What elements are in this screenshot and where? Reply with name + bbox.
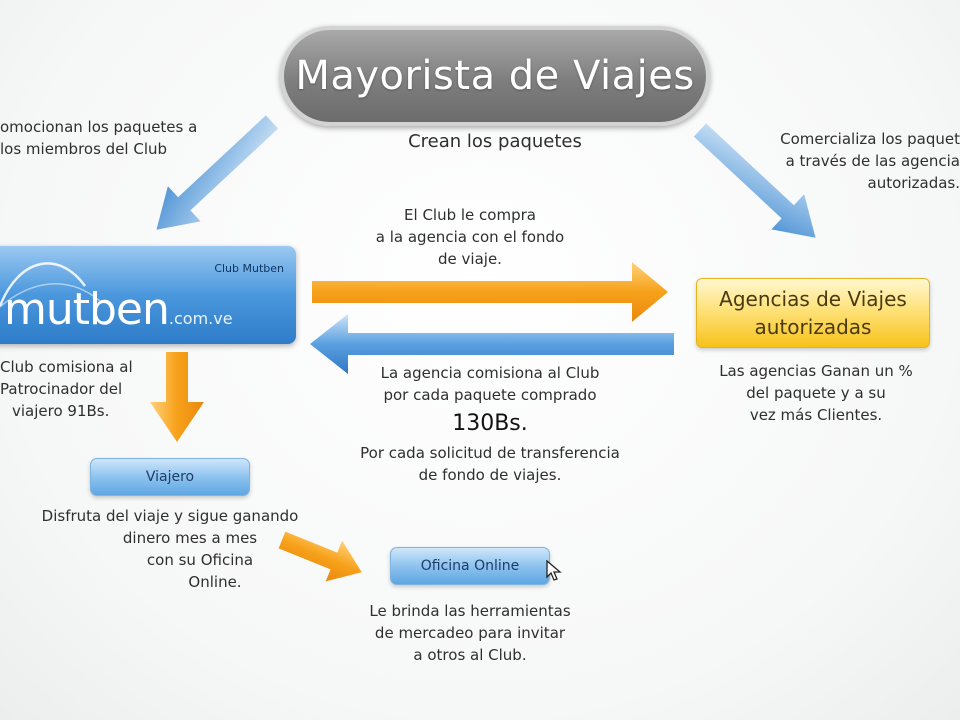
arrow-mayorista-to-agencias bbox=[693, 123, 816, 238]
oficina-note-line: de mercadeo para invitar bbox=[374, 624, 566, 642]
agencias-note-line: Las agencias Ganan un % bbox=[719, 362, 913, 380]
viajero-note-line: con su Oficina bbox=[146, 551, 254, 569]
cursor-icon bbox=[546, 560, 562, 581]
sponsor-note-line: viajero 91Bs. bbox=[12, 402, 110, 420]
sponsor-note-line: Club comisiona al bbox=[0, 358, 133, 376]
sponsor-note: Club comisiona al Patrocinador del viaje… bbox=[0, 356, 160, 422]
viajero-note-line: Online. bbox=[188, 573, 242, 591]
right-note-line: autorizadas. bbox=[867, 174, 960, 192]
right-note-line: a través de las agencia bbox=[785, 152, 960, 170]
mutben-logo: mutben.com.ve bbox=[4, 284, 233, 335]
commission-line: por cada paquete comprado bbox=[383, 386, 597, 404]
oficina-note-line: Le brinda las herramientas bbox=[369, 602, 571, 620]
commission-amount: 130Bs. bbox=[452, 411, 528, 436]
mayorista-title: Mayorista de Viajes bbox=[295, 53, 695, 99]
agencias-note-line: vez más Clientes. bbox=[749, 406, 883, 424]
mutben-box: Club Mutben mutben.com.ve bbox=[0, 246, 296, 344]
mutben-logo-text: mutben bbox=[4, 284, 170, 335]
club-mutben-label: Club Mutben bbox=[214, 262, 284, 275]
mutben-swoosh-icon bbox=[0, 262, 101, 308]
oficina-note: Le brinda las herramientas de mercadeo p… bbox=[340, 600, 600, 666]
viajero-note: Disfruta del viaje y sigue ganando diner… bbox=[10, 505, 330, 593]
arrow-club-to-agencia bbox=[312, 262, 668, 322]
agencias-box: Agencias de Viajes autorizadas bbox=[696, 278, 930, 348]
mayorista-subtitle: Crean los paquetes bbox=[408, 131, 582, 152]
mayorista-box: Mayorista de Viajes bbox=[280, 26, 710, 126]
arrow-mayorista-to-club bbox=[156, 115, 279, 230]
left-note-line: los miembros del Club bbox=[0, 140, 168, 158]
agencias-line2: autorizadas bbox=[754, 315, 872, 339]
viajero-note-line: dinero mes a mes bbox=[122, 529, 258, 547]
commission-line: La agencia comisiona al Club bbox=[380, 364, 600, 382]
right-note-line: Comercializa los paquet bbox=[780, 130, 960, 148]
oficina-label: Oficina Online bbox=[420, 558, 520, 574]
mutben-domain: .com.ve bbox=[168, 309, 233, 328]
agencias-note: Las agencias Ganan un % del paquete y a … bbox=[696, 360, 936, 426]
arrow-club-to-viajero bbox=[150, 352, 204, 442]
commission-note: La agencia comisiona al Club por cada pa… bbox=[325, 362, 655, 486]
agencias-line1: Agencias de Viajes bbox=[719, 287, 907, 311]
viajero-box: Viajero bbox=[90, 458, 250, 496]
commission-line: de fondo de viajes. bbox=[418, 466, 562, 484]
oficina-note-line: a otros al Club. bbox=[413, 646, 527, 664]
right-note: Comercializa los paquet a través de las … bbox=[750, 128, 960, 194]
club-buys-line: El Club le compra bbox=[404, 206, 536, 224]
agencias-note-line: del paquete y a su bbox=[746, 384, 886, 402]
commission-line: Por cada solicitud de transferencia bbox=[360, 444, 620, 462]
sponsor-note-line: Patrocinador del bbox=[0, 380, 123, 398]
oficina-online-button[interactable]: Oficina Online bbox=[390, 547, 550, 585]
club-buys-line: de viaje. bbox=[438, 250, 502, 268]
left-note-line: omocionan los paquetes a bbox=[0, 118, 198, 136]
arrow-agencia-to-club bbox=[310, 314, 674, 374]
club-buys-note: El Club le compra a la agencia con el fo… bbox=[350, 204, 590, 270]
viajero-note-line: Disfruta del viaje y sigue ganando bbox=[41, 507, 299, 525]
viajero-label: Viajero bbox=[145, 469, 195, 485]
arrow-viajero-to-oficina bbox=[278, 531, 362, 582]
left-note: omocionan los paquetes a los miembros de… bbox=[0, 116, 230, 160]
club-buys-line: a la agencia con el fondo bbox=[375, 228, 565, 246]
